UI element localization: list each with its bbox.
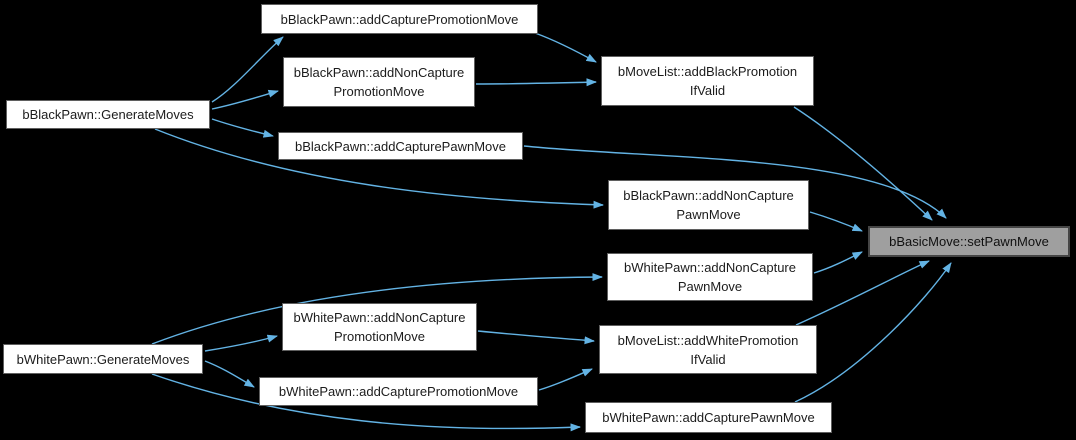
edge-blacknoncapturepromotion-to-blackpromotionifvalid: [475, 78, 597, 87]
edge-whitegenerate-to-whitecapturepawn: [151, 373, 581, 432]
node-label: bBlackPawn::addCapturePawnMove: [294, 138, 506, 154]
node-black-add-capture-pawn-move[interactable]: bBlackPawn::addCapturePawnMove: [278, 132, 523, 160]
node-set-pawn-move-highlighted[interactable]: bBasicMove::setPawnMove: [868, 226, 1070, 257]
edge-whitecapturepawn-to-setpawnmove: [794, 262, 952, 403]
edge-whitenoncapturepromotion-to-whitepromotionifvalid: [477, 330, 595, 345]
edge-blackgenerate-to-blacknoncapturepromotion: [211, 89, 279, 110]
edge-blacknoncapturepawn-to-setpawnmove: [809, 211, 863, 232]
node-label: bBlackPawn::addCapturePromotionMove: [280, 11, 519, 27]
node-label: bMoveList::addWhitePromotion: [617, 332, 799, 348]
node-label: bMoveList::addBlackPromotion: [617, 64, 798, 79]
edge-blackgenerate-to-blacknoncapturepawn: [154, 128, 604, 209]
node-label: bWhitePawn::addNonCapture: [293, 310, 466, 325]
node-label: bBlackPawn::addNonCapture: [293, 65, 465, 80]
node-white-add-noncapture-pawn-move[interactable]: bWhitePawn::addNonCapture PawnMove: [607, 253, 813, 301]
node-movelist-add-white-promotion-if-valid[interactable]: bMoveList::addWhitePromotion IfValid: [599, 325, 817, 374]
node-white-generate-moves[interactable]: bWhitePawn::GenerateMoves: [3, 344, 203, 374]
edge-whitegenerate-to-whitenoncapturepromotion: [204, 334, 278, 352]
node-label: bWhitePawn::addNonCapture: [624, 260, 796, 275]
node-label: bBasicMove::setPawnMove: [889, 234, 1049, 249]
edge-blackgenerate-to-blackcapturepawn: [211, 118, 274, 138]
node-label: bWhitePawn::addCapturePawnMove: [602, 410, 815, 425]
node-label: bWhitePawn::addCapturePromotionMove: [278, 384, 519, 399]
node-label: bBlackPawn::addNonCapture: [623, 188, 794, 203]
node-label: PromotionMove: [333, 329, 426, 344]
edge-blackgenerate-to-blackcapturepromotion: [211, 36, 284, 103]
node-label: PromotionMove: [333, 84, 425, 99]
node-white-add-capture-pawn-move[interactable]: bWhitePawn::addCapturePawnMove: [585, 402, 832, 433]
edge-whitecapturepromotion-to-whitepromotionifvalid: [538, 368, 593, 391]
edge-whitepromotionifvalid-to-setpawnmove: [795, 260, 930, 326]
node-label: IfValid: [689, 83, 726, 98]
edge-whitegenerate-to-whitecapturepromotion: [204, 360, 255, 388]
node-label: PawnMove: [676, 207, 741, 222]
node-white-add-noncapture-promotion-move[interactable]: bWhitePawn::addNonCapture PromotionMove: [282, 303, 477, 351]
node-label: IfValid: [690, 351, 726, 367]
edge-blackpromotionifvalid-to-setpawnmove: [793, 106, 933, 221]
node-label: bWhitePawn::GenerateMoves: [16, 351, 190, 367]
node-black-generate-moves[interactable]: bBlackPawn::GenerateMoves: [6, 100, 210, 129]
node-white-add-capture-promotion-move[interactable]: bWhitePawn::addCapturePromotionMove: [259, 377, 538, 406]
node-movelist-add-black-promotion-if-valid[interactable]: bMoveList::addBlackPromotion IfValid: [601, 56, 814, 106]
node-black-add-noncapture-promotion-move[interactable]: bBlackPawn::addNonCapture PromotionMove: [283, 57, 475, 107]
edge-whitegenerate-to-whitenoncapturepawn: [151, 273, 603, 345]
node-label: PawnMove: [677, 279, 743, 294]
node-label: bBlackPawn::GenerateMoves: [22, 107, 194, 122]
node-black-add-capture-promotion-move[interactable]: bBlackPawn::addCapturePromotionMove: [261, 4, 538, 34]
edge-blackcapturepawn-to-setpawnmove: [523, 145, 947, 219]
edge-whitenoncapturepawn-to-setpawnmove: [813, 251, 863, 274]
node-black-add-noncapture-pawn-move[interactable]: bBlackPawn::addNonCapture PawnMove: [608, 180, 809, 230]
edge-blackcapturepromotion-to-blackpromotionifvalid: [534, 32, 597, 63]
